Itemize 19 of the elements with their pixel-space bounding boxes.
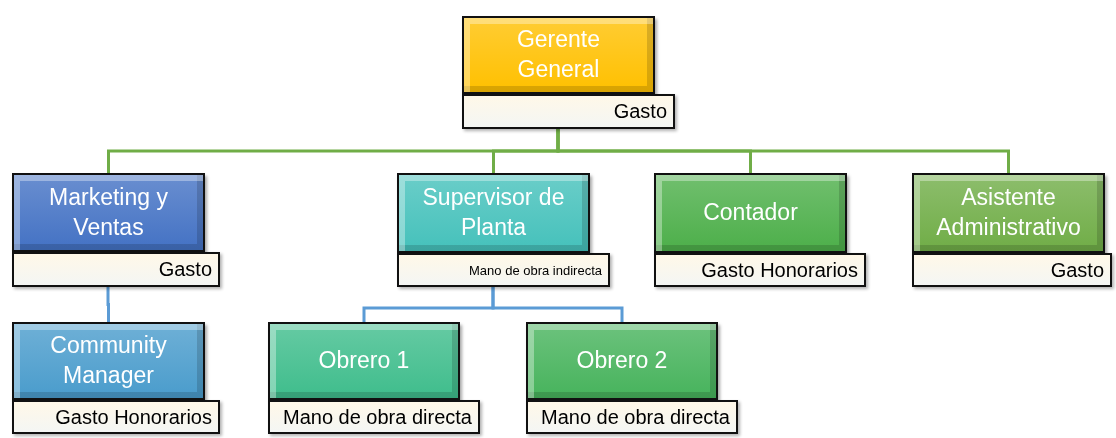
connector-line — [106, 287, 110, 322]
connector-line — [491, 287, 624, 322]
role-box: Gerente General — [462, 16, 655, 94]
connector-line — [556, 129, 1010, 173]
cost-tag: Gasto — [912, 253, 1112, 287]
cost-tag: Mano de obra indirecta — [397, 253, 610, 287]
role-box: Obrero 1 — [268, 322, 460, 400]
role-box: Community Manager — [12, 322, 205, 400]
cost-tag: Gasto Honorarios — [654, 253, 866, 287]
cost-tag: Mano de obra directa — [268, 400, 480, 434]
role-box: Obrero 2 — [526, 322, 718, 400]
role-box: Asistente Administrativo — [912, 173, 1105, 253]
role-box: Supervisor de Planta — [397, 173, 590, 253]
cost-tag: Gasto — [462, 94, 675, 129]
cost-tag: Gasto — [12, 252, 220, 287]
cost-tag: Gasto Honorarios — [12, 400, 220, 434]
role-box: Contador — [654, 173, 847, 253]
role-box: Marketing y Ventas — [12, 173, 205, 252]
cost-tag: Mano de obra directa — [526, 400, 738, 434]
